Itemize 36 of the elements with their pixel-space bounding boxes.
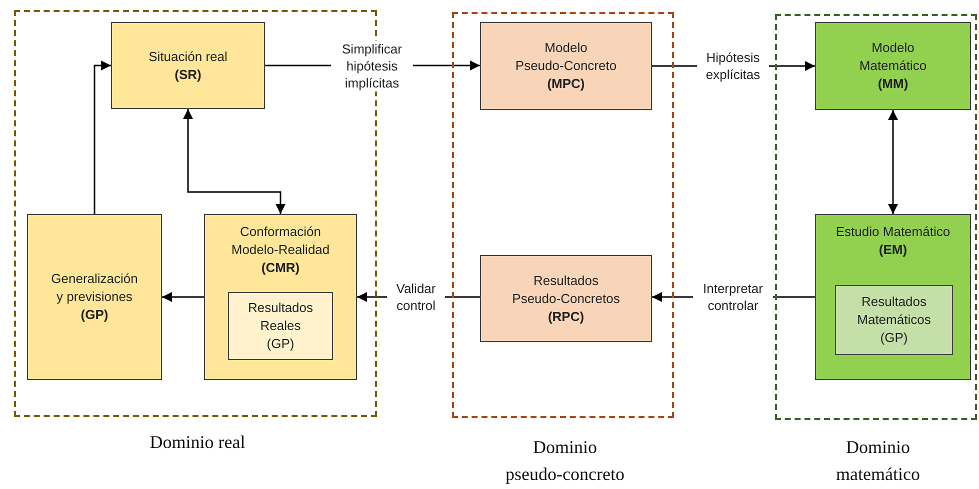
process-box [111,22,265,109]
node-text: Estudio Matemático [836,223,950,241]
node-text: Situación real [148,48,228,66]
domain-label: Dominio real [148,431,246,454]
node-text: Resultados Pseudo-Concretos [511,272,621,308]
domain-label: Dominio pseudo-concreto [504,436,626,486]
edge-label: Simplificar hipótesis implícitas [331,40,413,92]
node-text: (MM) [878,75,908,93]
node-text: (MPC) [547,75,585,93]
node-text: Resultados Matemáticos [856,293,932,329]
node-text: (CMR) [261,259,300,277]
process-box [204,214,357,380]
node-text: (EM) [878,241,908,259]
edge-label: Hipótesis explícitas [697,49,769,83]
node-text: Conformación Modelo-Realidad [230,223,331,259]
result-box [835,285,953,355]
node-text: (GP) [80,306,108,324]
process-box [815,214,971,380]
arrow [94,60,111,214]
process-box [480,255,652,342]
node-text: (GP) [880,329,908,347]
domain-label: Dominio matemático [835,436,921,486]
node-text: Generalización y previsiones [51,270,138,306]
process-box [480,22,652,110]
process-box [27,214,162,380]
node-text: Modelo Matemático [858,39,928,75]
node-text: (SR) [174,66,202,84]
node-text: Modelo Pseudo-Concreto [514,39,618,75]
node-text: Resultados Reales [248,299,314,335]
result-box [228,292,333,360]
arrow [183,109,286,214]
node-text: (RPC) [548,308,584,326]
process-box [815,22,971,110]
node-text: (GP) [266,335,294,353]
arrow [162,292,204,302]
arrow [888,110,898,214]
